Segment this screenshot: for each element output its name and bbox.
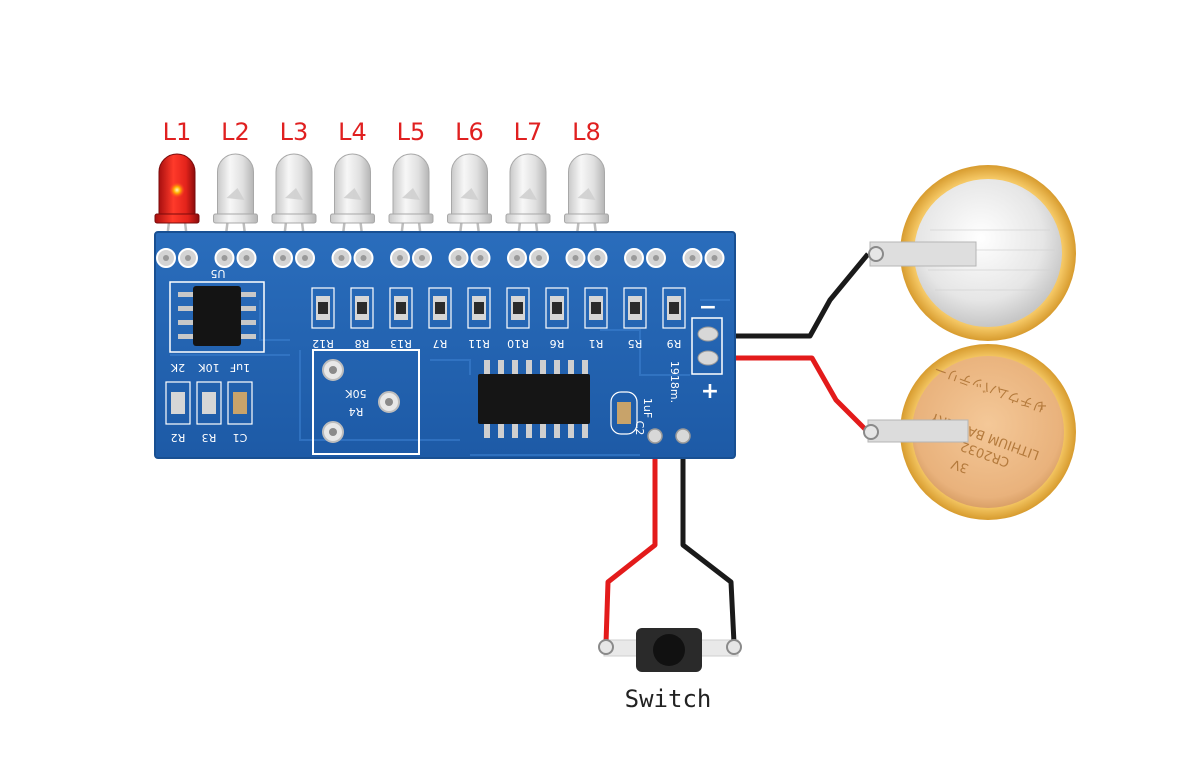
c1-value: 1uF	[230, 361, 250, 374]
resistor-label: R8	[355, 337, 370, 350]
resistor-r13: R13	[389, 287, 413, 350]
led-pad-pair	[624, 248, 666, 268]
c1-name: C1	[233, 431, 248, 444]
resistor-r1: R1	[584, 287, 608, 350]
r3-name: R3	[202, 431, 217, 444]
resistor-label: R10	[507, 337, 529, 350]
led-label-7: L7	[514, 118, 543, 146]
resistor-label: R1	[589, 337, 604, 350]
led-pad-pair	[214, 248, 257, 268]
resistor-r10: R10	[506, 287, 530, 350]
led-pad-pair	[682, 248, 725, 268]
main-ic	[478, 360, 590, 438]
pcb-board: U5 R12 R8 R13 R7 R11 R10 R6 R1 R5 R9 2K 10K 1uF R…	[154, 231, 736, 459]
pot-value: 50K	[345, 387, 367, 400]
led-label-5: L5	[397, 118, 426, 146]
battery-bottom-cell: + LITHIUM BATTERY CR2032 3V リチウムバッテリー	[863, 344, 1076, 520]
resistor-r12: R12	[311, 287, 335, 350]
led-label-2: L2	[221, 118, 250, 146]
u5-label: U5	[210, 267, 225, 280]
switch-red-wire	[603, 438, 658, 644]
led-label-4: L4	[338, 118, 367, 146]
resistor-r11: R11	[467, 287, 491, 350]
led-4	[330, 153, 375, 224]
led-8	[564, 153, 609, 224]
switch-black-wire	[680, 438, 737, 644]
resistor-r9: R9	[662, 287, 686, 350]
r3-value: 10K	[198, 361, 220, 374]
led-pads	[156, 248, 725, 268]
potentiometer-r4: 50K R4	[312, 349, 420, 455]
resistor-row: R12 R8 R13 R7 R11 R10 R6 R1 R5 R9	[311, 287, 686, 350]
resistor-label: R6	[550, 337, 565, 350]
r2-value: 2K	[170, 361, 185, 374]
led-label-3: L3	[280, 118, 309, 146]
led-pad-pair	[273, 248, 315, 268]
led-pad-pair	[390, 248, 432, 268]
resistor-r7: R7	[428, 287, 452, 350]
resistor-label: R9	[667, 337, 682, 350]
led-3	[271, 153, 317, 224]
battery-plus-mark: +	[1037, 399, 1048, 414]
led-pad-pair	[448, 248, 491, 268]
led-row	[154, 153, 609, 224]
plus-sign: +	[701, 379, 719, 404]
resistor-label: R12	[312, 337, 334, 350]
resistor-r6: R6	[545, 287, 569, 350]
board-id: 1918m.	[668, 361, 681, 403]
led-2	[213, 153, 258, 224]
led-pad-pair	[507, 248, 549, 268]
switch-label: Switch	[625, 685, 712, 713]
led-1	[154, 153, 200, 224]
resistor-label: R13	[390, 337, 412, 350]
push-switch: Switch	[598, 628, 742, 713]
led-labels: L1 L2 L3 L4 L5 L6 L7 L8	[163, 118, 601, 146]
resistor-label: R5	[628, 337, 643, 350]
led-label-8: L8	[572, 118, 601, 146]
switch-pads	[647, 428, 691, 444]
led-6	[447, 153, 492, 224]
battery-text-line3: 3V	[949, 456, 970, 476]
resistor-r5: R5	[623, 287, 647, 350]
led-pad-pair	[331, 248, 374, 268]
power-pads: − +	[691, 295, 723, 404]
battery-top-cell	[868, 165, 1076, 341]
c2-component: 1uF C2	[610, 391, 654, 436]
resistor-label: R11	[468, 337, 490, 350]
resistor-label: R7	[433, 337, 448, 350]
pot-name: R4	[349, 405, 364, 418]
led-label-6: L6	[455, 118, 484, 146]
r2-name: R2	[171, 431, 186, 444]
led-pad-pair	[156, 248, 198, 268]
led-pad-pair	[565, 248, 608, 268]
coin-battery: + LITHIUM BATTERY CR2032 3V リチウムバッテリー	[863, 165, 1076, 520]
c2-name: C2	[633, 421, 646, 436]
battery-negative-wire	[712, 252, 870, 339]
led-5	[388, 153, 434, 224]
minus-sign: −	[699, 295, 717, 320]
bottom-left-components: 2K 10K 1uF R2 R3 C1	[165, 361, 253, 444]
resistor-r8: R8	[350, 287, 374, 350]
battery-positive-wire	[712, 355, 870, 434]
u5-chip: U5	[169, 267, 265, 353]
wires	[603, 252, 870, 644]
c2-value: 1uF	[641, 398, 654, 418]
led-7	[505, 153, 551, 224]
led-label-1: L1	[163, 118, 192, 146]
